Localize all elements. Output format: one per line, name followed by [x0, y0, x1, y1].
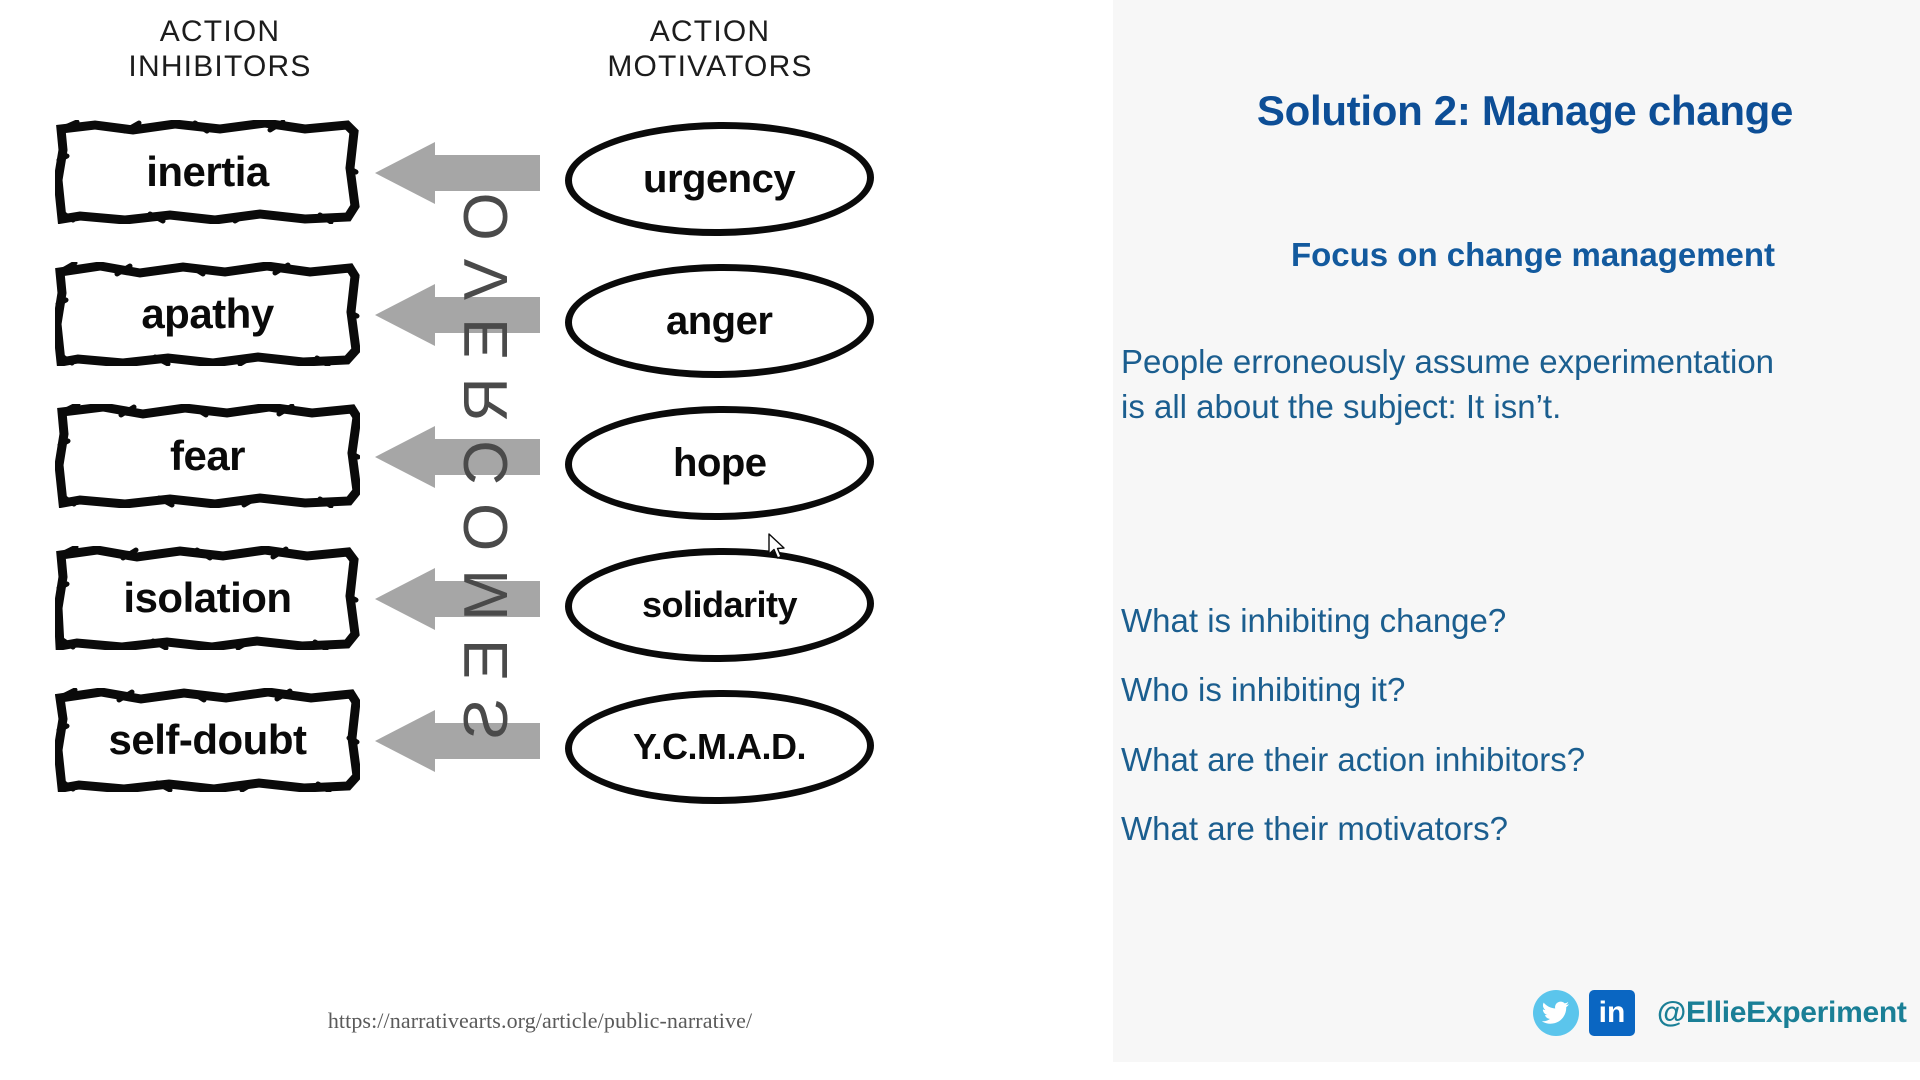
- arrow-shaft: [432, 723, 540, 759]
- inhibitor-box: inertia: [55, 120, 360, 224]
- arrow-shaft: [432, 581, 540, 617]
- diagram-row: self-doubt Y.C.M.A.D.: [0, 688, 900, 806]
- arrow-head: [375, 284, 435, 346]
- arrow-shaft: [432, 297, 540, 333]
- diagram-rows: inertia urgency apathy: [0, 120, 1113, 820]
- social-handle: @EllieExperiment: [1657, 996, 1907, 1029]
- motivator-label: hope: [672, 440, 767, 485]
- column-header-action-motivators: ACTION MOTIVATORS: [607, 15, 813, 84]
- motivator-label: Y.C.M.A.D.: [632, 726, 806, 768]
- linkedin-icon[interactable]: in: [1589, 990, 1635, 1036]
- overcomes-arrow: [375, 710, 540, 772]
- overcomes-arrow: [375, 568, 540, 630]
- overcomes-arrow: [375, 426, 540, 488]
- panel-question: What are their motivators?: [1121, 809, 1508, 847]
- arrow-shaft: [432, 439, 540, 475]
- arrow-shaft: [432, 155, 540, 191]
- overcomes-arrow: [375, 284, 540, 346]
- motivator-label: solidarity: [641, 584, 798, 625]
- source-citation: https://narrativearts.org/article/public…: [327, 1008, 753, 1033]
- panel-subtitle: Focus on change management: [1290, 236, 1776, 273]
- diagram-row: fear hope: [0, 404, 900, 522]
- motivator-oval: Y.C.M.A.D.: [564, 688, 875, 806]
- arrow-head: [375, 426, 435, 488]
- overcomes-arrow: [375, 142, 540, 204]
- inhibitor-label: self-doubt: [108, 716, 307, 763]
- motivator-oval: urgency: [564, 120, 875, 238]
- arrow-head: [375, 568, 435, 630]
- inhibitor-box: apathy: [55, 262, 360, 366]
- motivator-oval: solidarity: [564, 546, 875, 664]
- panel-question: What is inhibiting change?: [1121, 602, 1507, 639]
- inhibitor-box: fear: [55, 404, 360, 508]
- text-panel: Solution 2: Manage change Focus on chang…: [1113, 0, 1920, 1062]
- inhibitor-box: self-doubt: [55, 688, 360, 792]
- social-footer: in @EllieExperiment: [1533, 990, 1907, 1036]
- inhibitor-box: isolation: [55, 546, 360, 650]
- diagram-row: inertia urgency: [0, 120, 900, 238]
- arrow-head: [375, 710, 435, 772]
- panel-question: What are their action inhibitors?: [1121, 740, 1586, 778]
- panel-paragraph: People erroneously assume experimentatio…: [1121, 343, 1775, 425]
- panel-title: Solution 2: Manage change: [1256, 87, 1794, 134]
- panel-question: Who is inhibiting it?: [1121, 671, 1406, 709]
- inhibitor-label: inertia: [146, 148, 269, 195]
- panel-question-list: What is inhibiting change? Who is inhibi…: [1121, 600, 1881, 877]
- motivator-oval: hope: [564, 404, 875, 522]
- motivator-label: anger: [666, 298, 773, 343]
- motivator-label: urgency: [643, 156, 796, 201]
- inhibitor-label: apathy: [141, 290, 274, 337]
- diagram-panel: ACTION INHIBITORS ACTION MOTIVATORS iner…: [0, 15, 1113, 1033]
- twitter-bird-glyph-icon: [1542, 1001, 1569, 1024]
- column-header-action-inhibitors: ACTION INHIBITORS: [128, 15, 312, 84]
- motivator-oval: anger: [564, 262, 875, 380]
- inhibitor-label: isolation: [123, 574, 292, 621]
- arrow-head: [375, 142, 435, 204]
- twitter-icon[interactable]: [1533, 990, 1579, 1036]
- diagram-row: isolation solidarity: [0, 546, 900, 664]
- inhibitor-label: fear: [169, 432, 246, 479]
- diagram-row: apathy anger: [0, 262, 900, 380]
